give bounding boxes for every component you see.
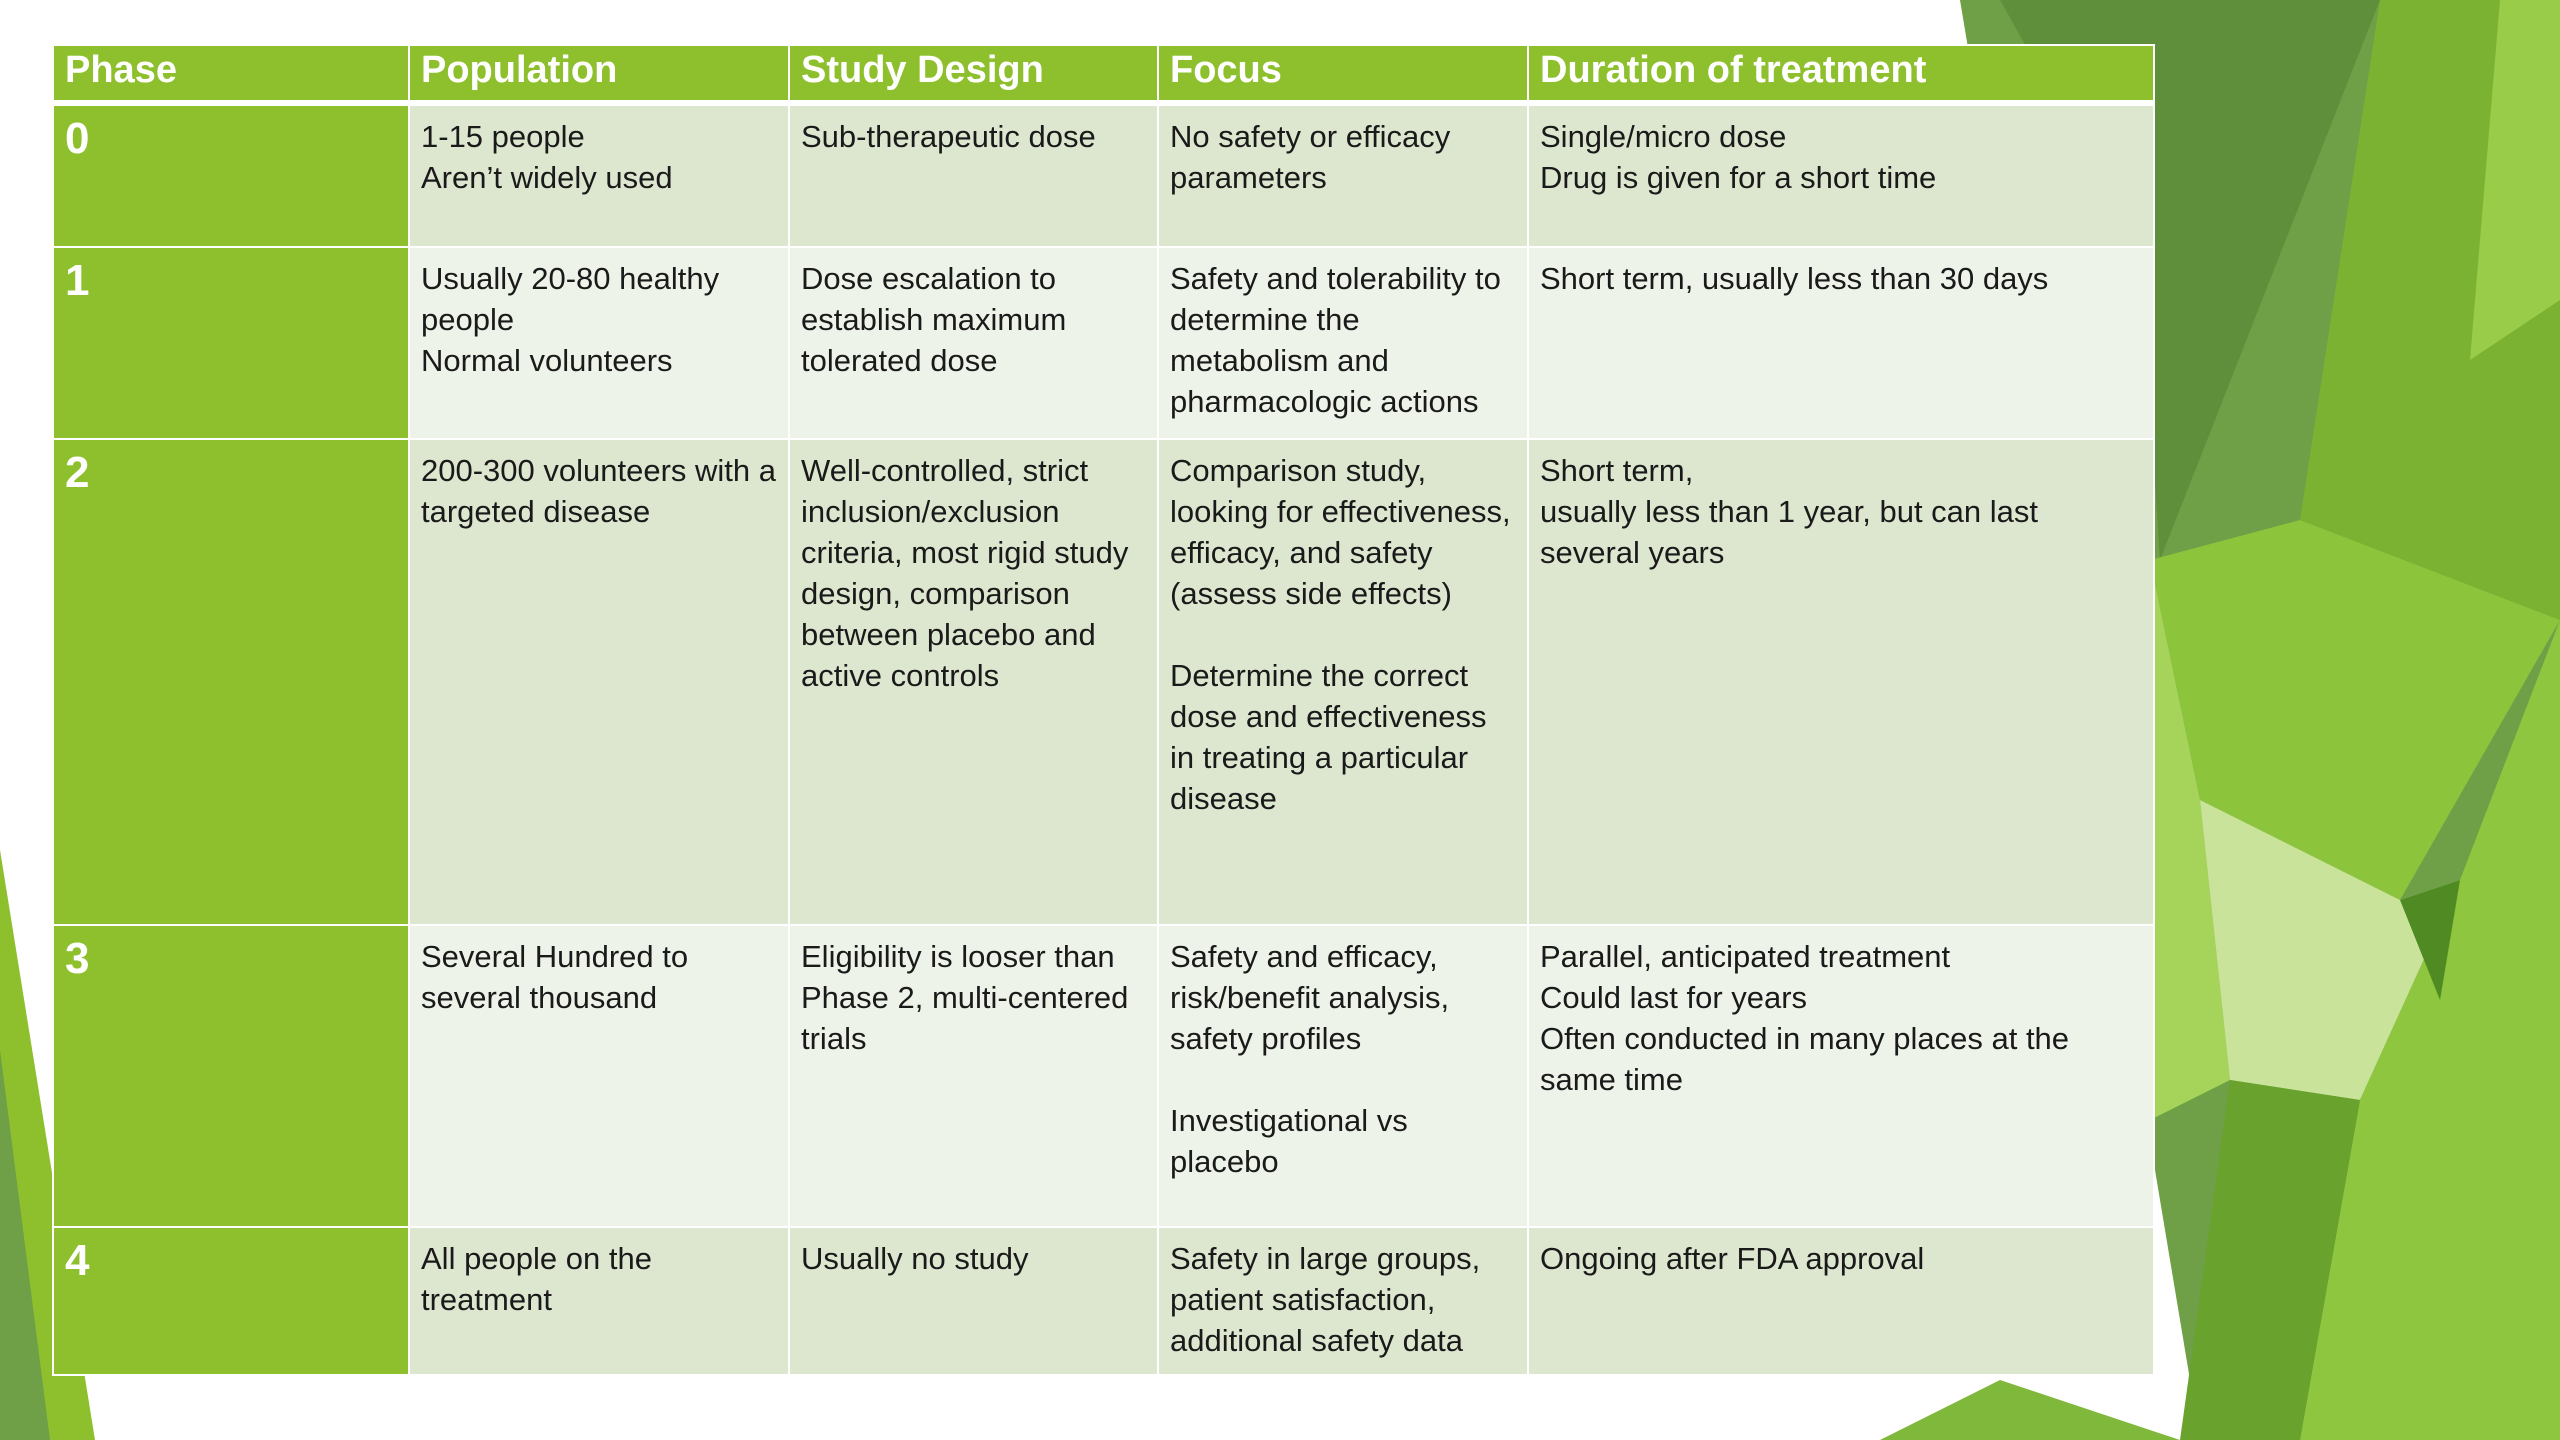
header-study-design: Study Design bbox=[788, 44, 1159, 104]
table-header-row: Phase Population Study Design Focus Dura… bbox=[52, 44, 2155, 104]
population-cell: Several Hundred to several thousand bbox=[408, 924, 790, 1228]
phase-number: 0 bbox=[52, 102, 410, 248]
focus-cell: Comparison study, looking for effectiven… bbox=[1157, 438, 1529, 926]
table-row: 1 Usually 20-80 healthy people Normal vo… bbox=[52, 246, 2155, 440]
study-design-cell: Dose escalation to establish maximum tol… bbox=[788, 246, 1159, 440]
table-row: 4 All people on the treatment Usually no… bbox=[52, 1226, 2155, 1376]
population-cell: 1-15 people Aren’t widely used bbox=[408, 102, 790, 248]
study-design-cell: Well-controlled, strict inclusion/exclus… bbox=[788, 438, 1159, 926]
header-phase: Phase bbox=[52, 44, 410, 104]
population-cell: Usually 20-80 healthy people Normal volu… bbox=[408, 246, 790, 440]
header-duration: Duration of treatment bbox=[1527, 44, 2155, 104]
table-row: 2 200-300 volunteers with a targeted dis… bbox=[52, 438, 2155, 926]
focus-cell: No safety or efficacy parameters bbox=[1157, 102, 1529, 248]
study-design-cell: Usually no study bbox=[788, 1226, 1159, 1376]
duration-cell: Ongoing after FDA approval bbox=[1527, 1226, 2155, 1376]
focus-cell: Safety in large groups, patient satisfac… bbox=[1157, 1226, 1529, 1376]
phase-number: 3 bbox=[52, 924, 410, 1228]
focus-cell: Safety and tolerability to determine the… bbox=[1157, 246, 1529, 440]
population-cell: 200-300 volunteers with a targeted disea… bbox=[408, 438, 790, 926]
focus-cell: Safety and efficacy, risk/benefit analys… bbox=[1157, 924, 1529, 1228]
table-row: 3 Several Hundred to several thousand El… bbox=[52, 924, 2155, 1228]
header-population: Population bbox=[408, 44, 790, 104]
phase-number: 1 bbox=[52, 246, 410, 440]
phase-number: 2 bbox=[52, 438, 410, 926]
study-design-cell: Sub-therapeutic dose bbox=[788, 102, 1159, 248]
table-row: 0 1-15 people Aren’t widely used Sub-the… bbox=[52, 102, 2155, 248]
duration-cell: Short term, usually less than 1 year, bu… bbox=[1527, 438, 2155, 926]
duration-cell: Single/micro dose Drug is given for a sh… bbox=[1527, 102, 2155, 248]
duration-cell: Short term, usually less than 30 days bbox=[1527, 246, 2155, 440]
clinical-trial-phases-table: Phase Population Study Design Focus Dura… bbox=[52, 44, 2155, 1376]
header-focus: Focus bbox=[1157, 44, 1529, 104]
duration-cell: Parallel, anticipated treatment Could la… bbox=[1527, 924, 2155, 1228]
study-design-cell: Eligibility is looser than Phase 2, mult… bbox=[788, 924, 1159, 1228]
population-cell: All people on the treatment bbox=[408, 1226, 790, 1376]
phase-number: 4 bbox=[52, 1226, 410, 1376]
